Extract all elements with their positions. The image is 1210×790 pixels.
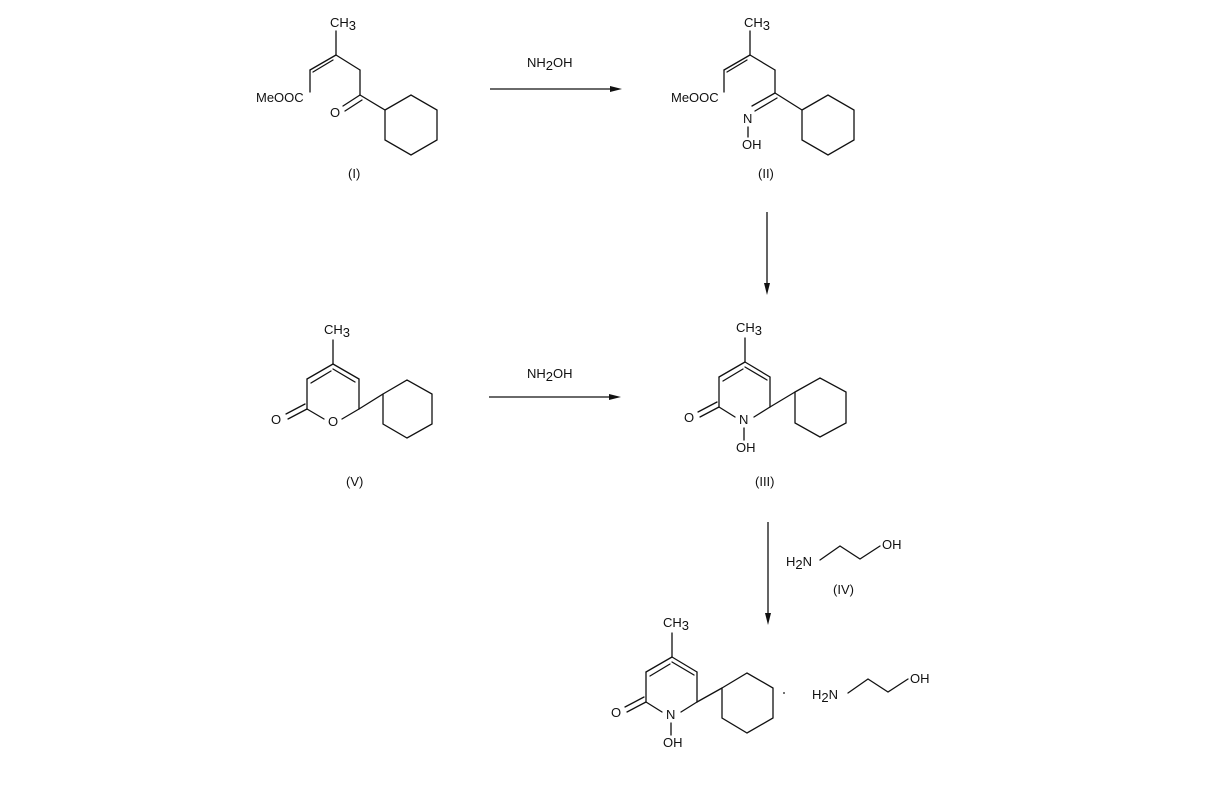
compound-II-ester: MeOOC (671, 90, 719, 105)
compound-V-methyl: CH3 (324, 322, 350, 340)
compound-V: CH3 O O (V) (271, 322, 433, 489)
arrow-V-to-III: NH2OH (489, 366, 621, 400)
compound-II-bonds (723, 30, 855, 156)
compound-III-label: (III) (755, 474, 775, 489)
product-salt-hydroxyl: OH (910, 671, 930, 686)
product-bonds (624, 632, 909, 736)
compound-III: CH3 O N OH (III) (684, 320, 847, 489)
compound-IV: H2N OH (IV) (786, 537, 902, 597)
compound-II: CH3 MeOOC N OH (II) (671, 15, 855, 181)
compound-V-oxygen: O (271, 412, 281, 427)
compound-V-label: (V) (346, 474, 363, 489)
compound-V-ring-oxygen: O (328, 414, 338, 429)
compound-I-oxygen: O (330, 105, 340, 120)
compound-III-nitrogen: N (739, 412, 748, 427)
reagent-top: NH2OH (527, 55, 573, 73)
compound-I-bonds (309, 30, 438, 156)
compound-III-bonds (697, 337, 847, 441)
compound-III-oxygen: O (684, 410, 694, 425)
salt-separator-dot (783, 692, 785, 694)
product-oxygen: O (611, 705, 621, 720)
compound-IV-label: (IV) (833, 582, 854, 597)
arrow-I-to-II: NH2OH (490, 55, 622, 92)
compound-V-bonds (285, 339, 433, 439)
reagent-middle: NH2OH (527, 366, 573, 384)
product-salt-amine: H2N (812, 687, 838, 705)
product-nitrogen: N (666, 707, 675, 722)
compound-III-methyl: CH3 (736, 320, 762, 338)
product-salt: CH3 O N OH H2N OH (611, 615, 930, 750)
arrow-III-to-product (765, 522, 771, 625)
product-hydroxyl: OH (663, 735, 683, 750)
compound-I: CH3 MeOOC O (I) (256, 15, 438, 181)
compound-II-hydroxyl: OH (742, 137, 762, 152)
compound-I-ester: MeOOC (256, 90, 304, 105)
compound-III-hydroxyl: OH (736, 440, 756, 455)
arrow-II-to-III (764, 212, 770, 295)
compound-I-methyl: CH3 (330, 15, 356, 33)
compound-II-methyl: CH3 (744, 15, 770, 33)
compound-IV-bonds (819, 545, 881, 561)
compound-II-nitrogen: N (743, 111, 752, 126)
product-methyl: CH3 (663, 615, 689, 633)
compound-II-label: (II) (758, 166, 774, 181)
compound-IV-amine: H2N (786, 554, 812, 572)
compound-IV-hydroxyl: OH (882, 537, 902, 552)
compound-I-label: (I) (348, 166, 360, 181)
